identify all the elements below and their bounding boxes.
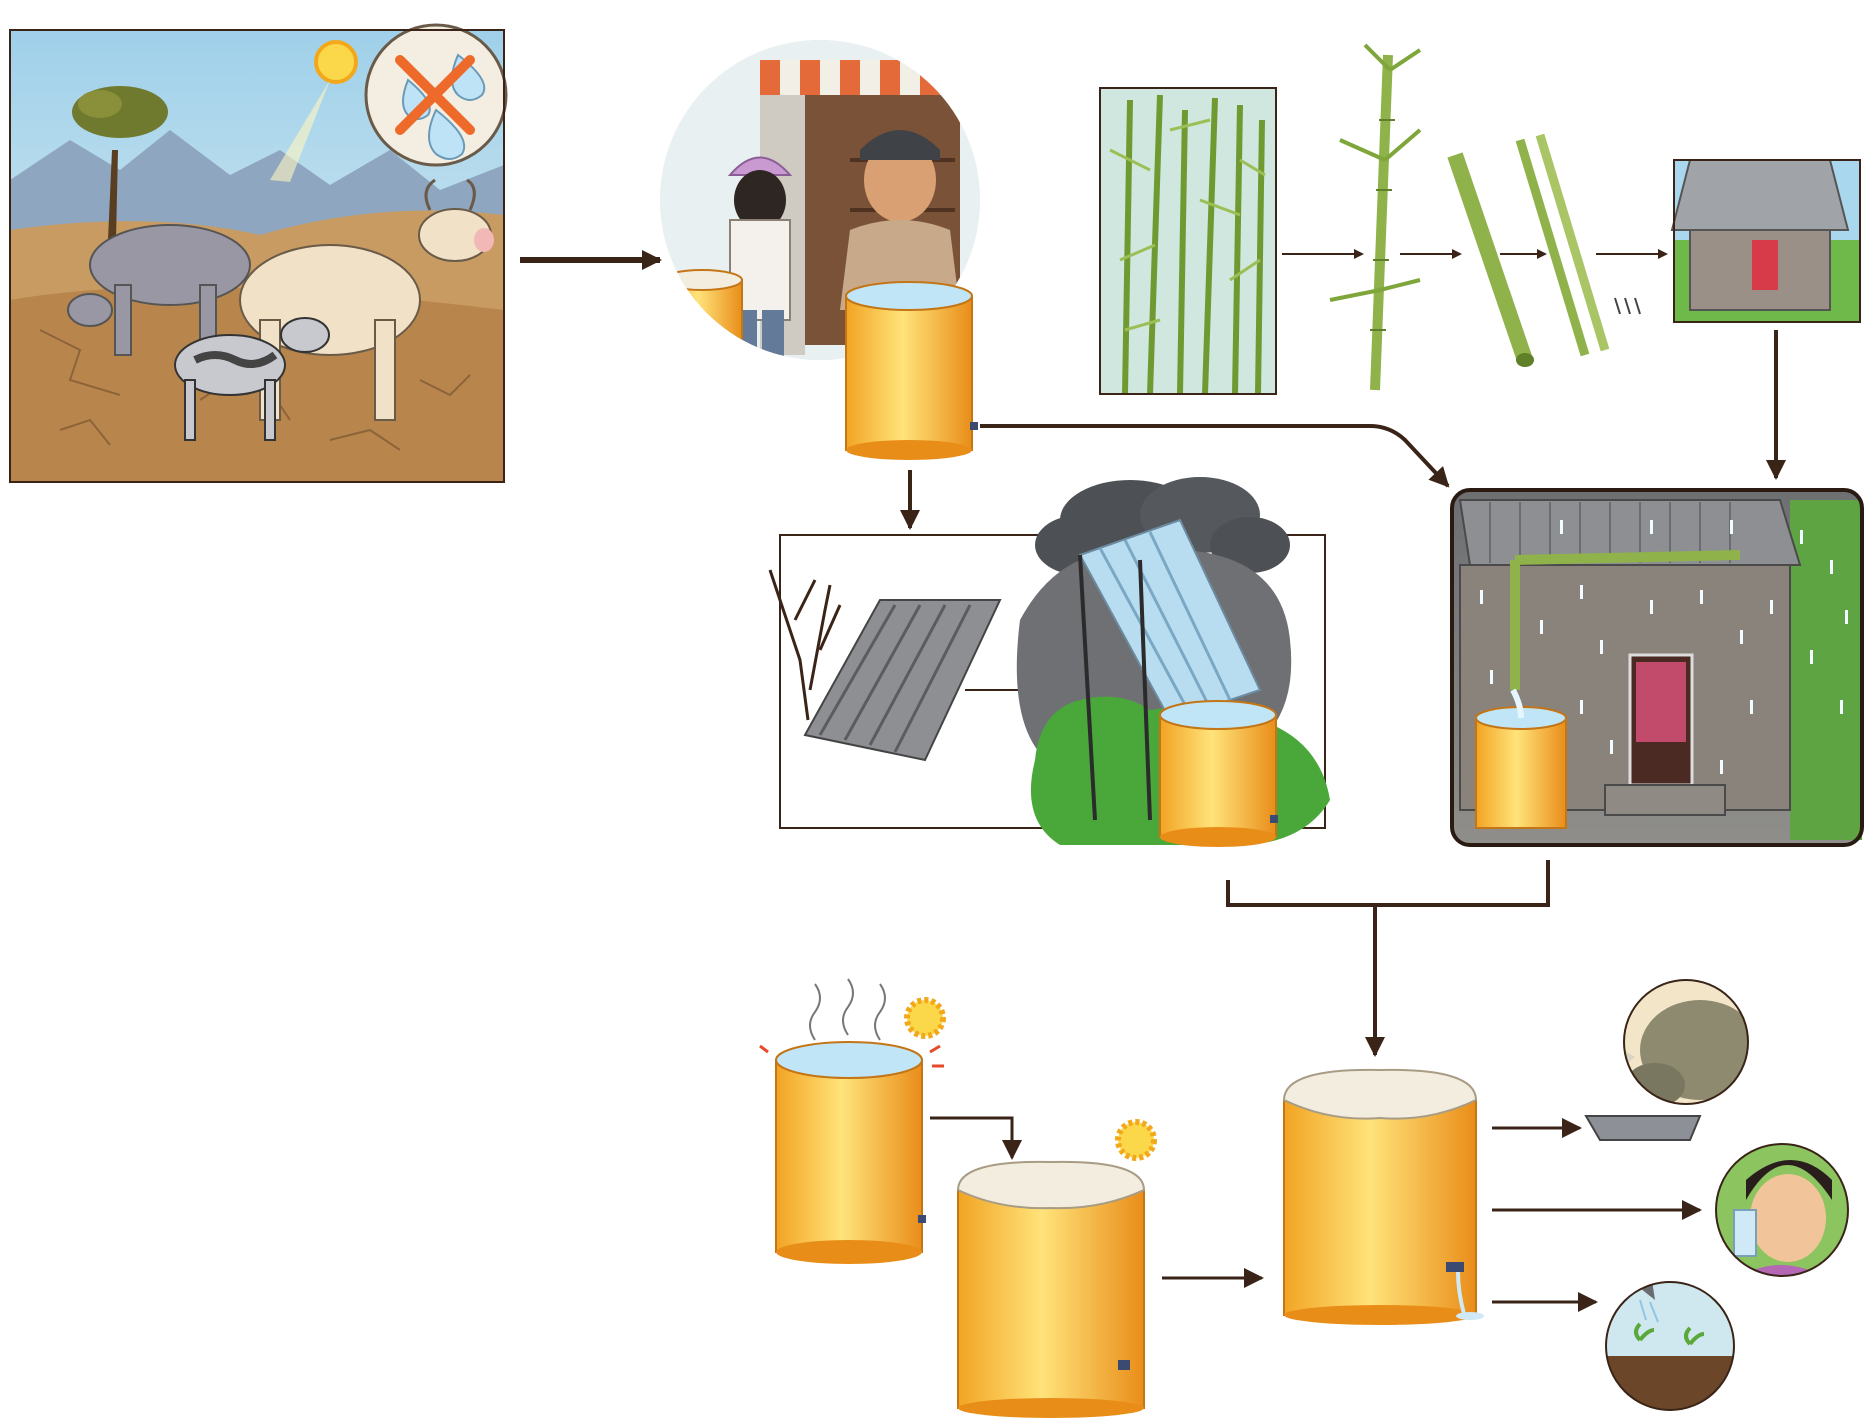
bamboo-stalk [1330,45,1420,390]
barrel-collect-house [1476,690,1566,828]
gutter-house-panel [1452,490,1862,845]
covered-barrel [958,1162,1144,1418]
use-watering-plants [1600,1274,1740,1416]
house-small [1672,160,1860,322]
barrel-collect-simple [1160,701,1278,847]
use-animal-drinking [1586,980,1760,1140]
use-child-drinking [1716,1144,1848,1290]
bamboo-panel [1100,45,1860,394]
arrow-uncovered-to-covered [930,1118,1012,1158]
shop-awning [760,60,970,95]
house-door [1630,655,1692,785]
barrel-shop-right [846,282,978,460]
no-water-icon [366,25,506,165]
bamboo-grove [1100,88,1276,394]
bamboo-cut-pipe [1455,155,1534,367]
shop-panel [660,40,980,460]
sun-icon-2 [1118,1122,1154,1158]
corrugated-sheet [805,600,1000,760]
barrel-shop-left [662,270,742,410]
drought-panel [10,25,506,482]
arrow-shop-to-gutter-house [980,426,1448,486]
arrow-collections-to-storage [1228,860,1548,1055]
storage-barrel [1284,1070,1484,1325]
bamboo-split-halves [1520,135,1640,355]
sun-icon-1 [907,1000,943,1036]
simple-collection-panel [770,477,1330,847]
